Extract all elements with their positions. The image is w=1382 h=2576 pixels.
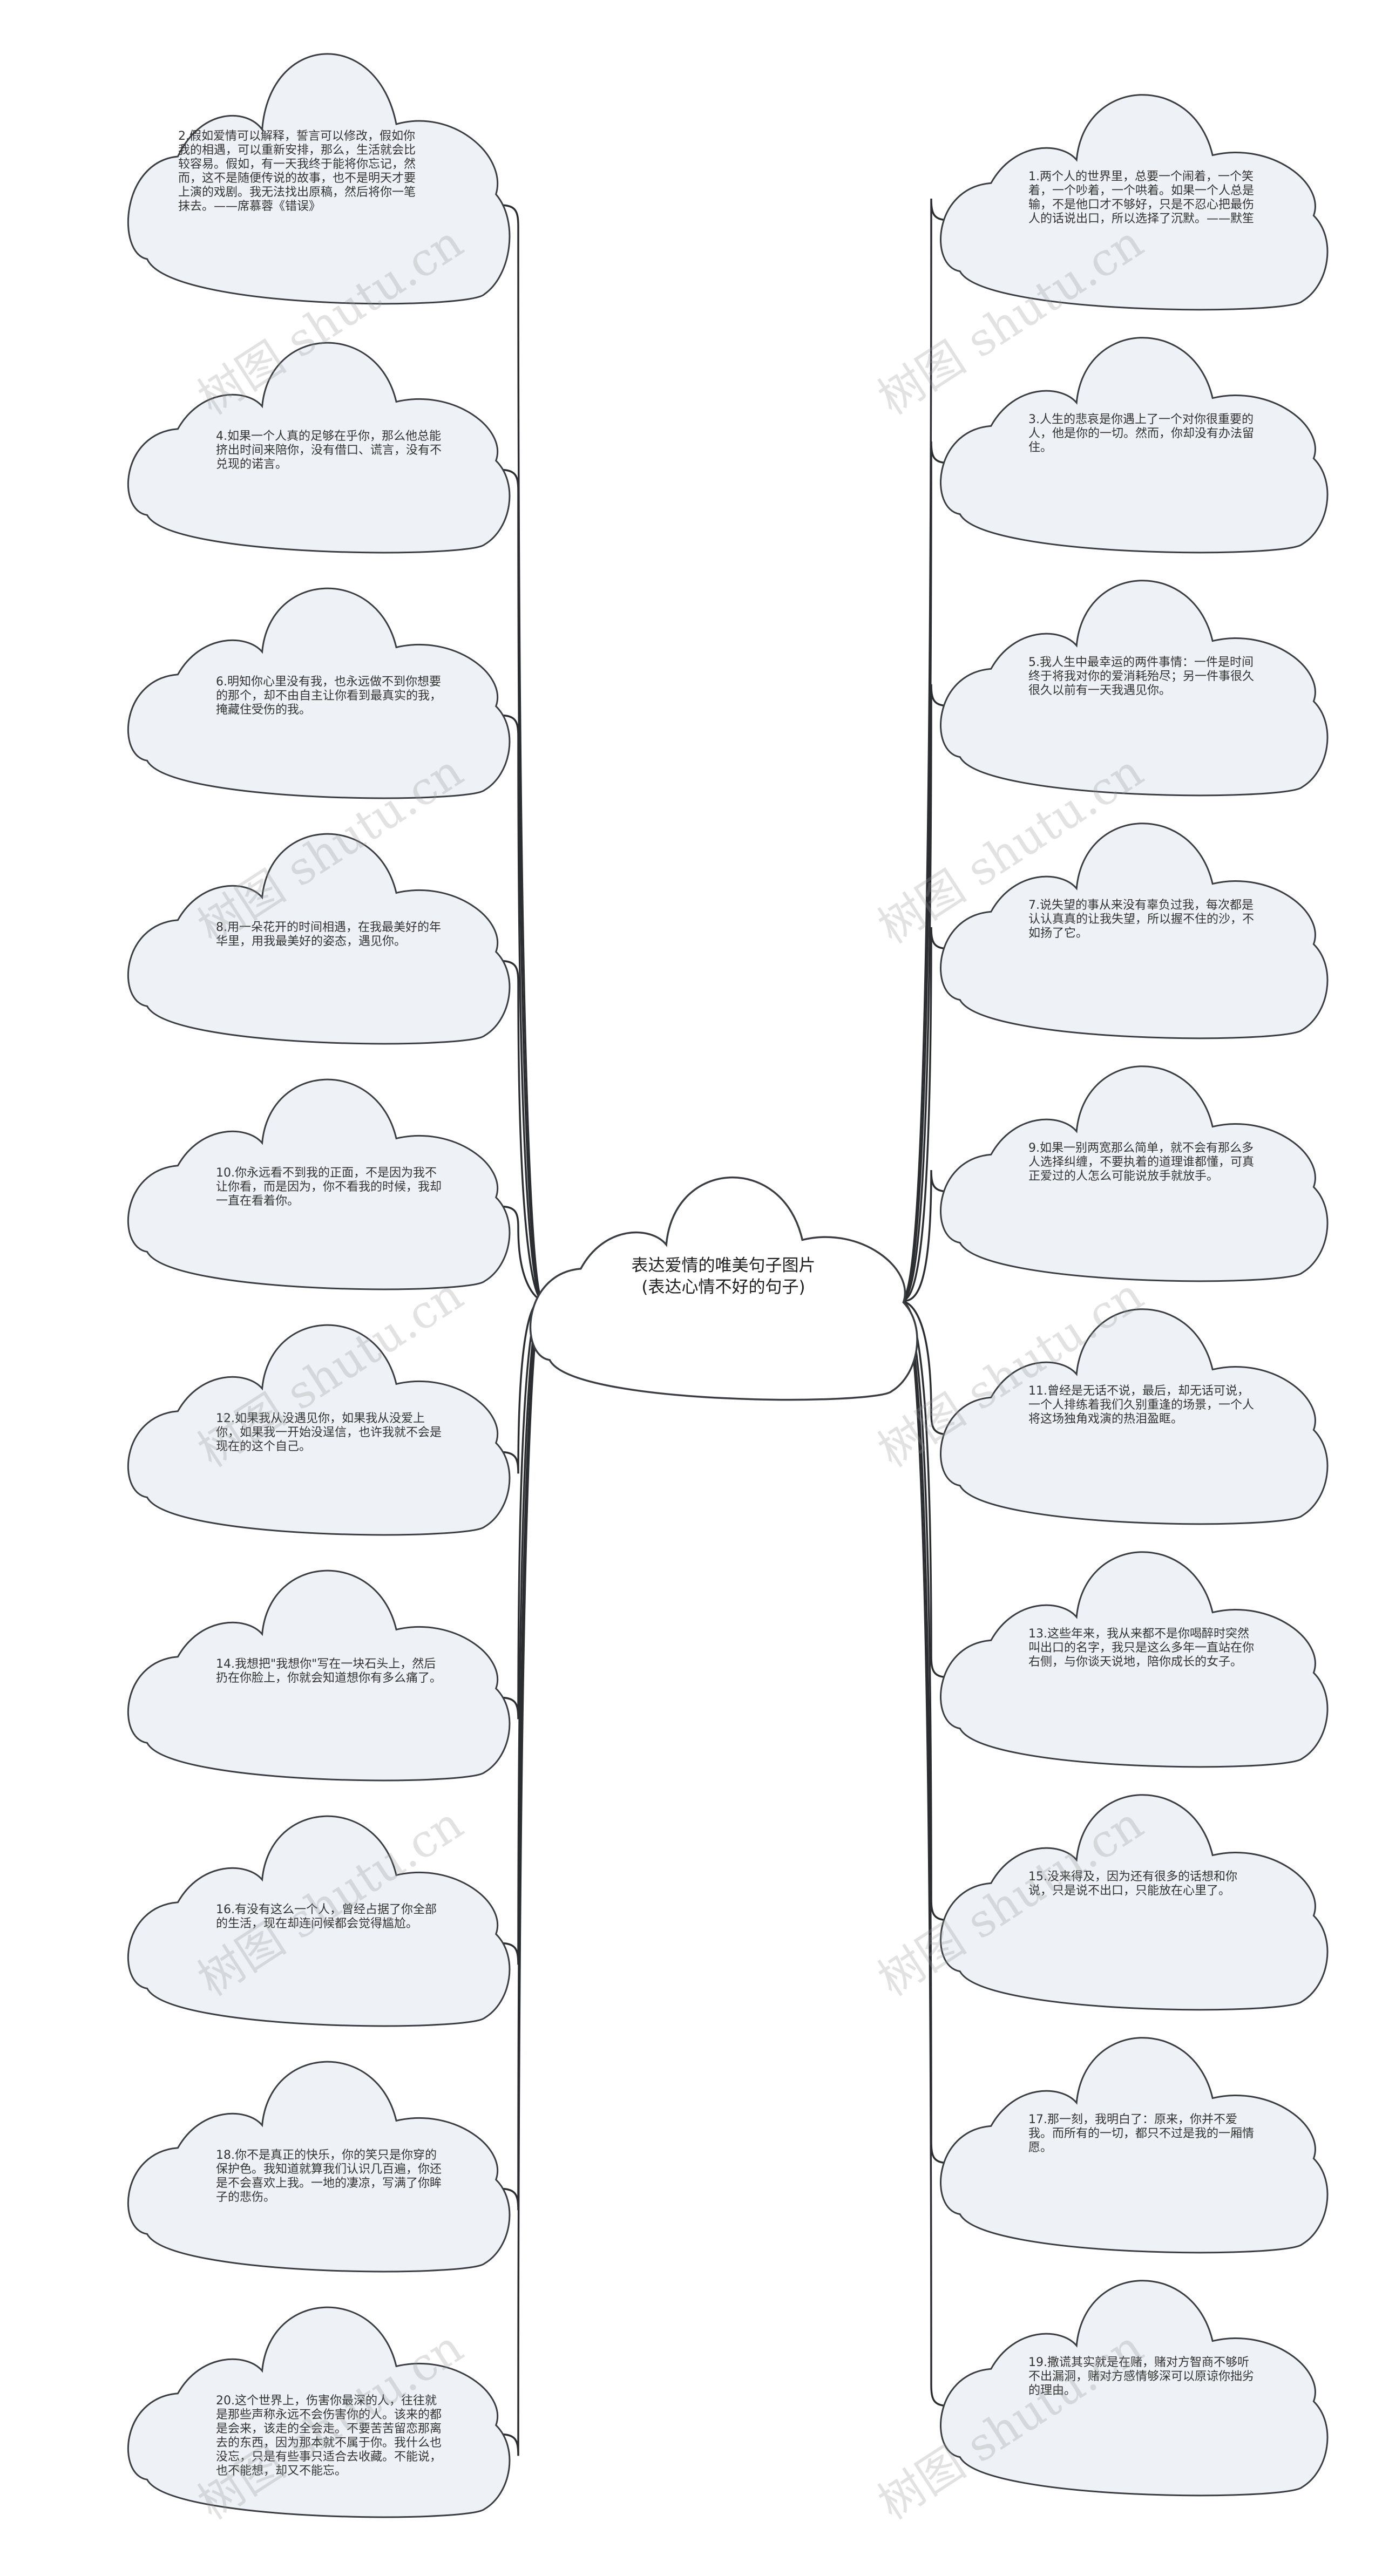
- right-node-cloud-15: [940, 1794, 1329, 2011]
- left-node-cloud-12: [127, 1324, 511, 1536]
- left-topic-text: 14.我想把"我想你"写在一块石头上，然后扔在你脸上，你就会知道想你有多么痛了。: [216, 1657, 442, 1685]
- left-topic-text: 2.假如爱情可以解释，誓言可以修改，假如你我的相遇，可以重新安排，那么，生活就会…: [178, 130, 416, 213]
- right-topic-text: 9.如果一别两宽那么简单，就不会有那么多人选择纠缠，不要执着的道理谁都懂，可真正…: [1028, 1141, 1255, 1183]
- right-node-cloud-13: [940, 1551, 1329, 1768]
- right-topic-text: 19.撒谎其实就是在赌，赌对方智商不够听不出漏洞，赌对方感情够深可以原谅你拙劣的…: [1028, 2355, 1255, 2397]
- right-node-cloud-1: [940, 94, 1329, 311]
- right-node-cloud-9: [940, 1065, 1329, 1282]
- right-node-cloud-17: [940, 2037, 1329, 2254]
- left-node-cloud-2: [127, 53, 511, 305]
- connector-right-9: [898, 1170, 951, 1302]
- connector-left-4: [499, 468, 543, 1302]
- left-topic-text: 12.如果我从没遇见你，如果我从没爱上你，如果我一开始没逞信，也许我就不会是现在…: [216, 1412, 442, 1454]
- right-node-cloud-3: [940, 337, 1329, 554]
- right-topic-text: 11.曾经是无话不说，最后，却无话可说，一个人排练着我们久别重逢的场景，一个人将…: [1028, 1384, 1255, 1426]
- connector-right-7: [898, 927, 951, 1302]
- right-topic-text: 3.人生的悲哀是你遇上了一个对你很重要的人，他是你的一切。然而，你却没有办法留住…: [1028, 412, 1255, 454]
- right-node-cloud-19: [940, 2280, 1329, 2497]
- right-topic-text: 1.两个人的世界里，总要一个闹着，一个笑着，一个吵着，一个哄着。如果一个人总是输…: [1028, 169, 1255, 226]
- left-node-cloud-14: [127, 1569, 511, 1782]
- left-topic-text: 8.用一朵花开的时间相遇，在我最美好的年华里，用我最美好的姿态，遇见你。: [216, 921, 441, 949]
- right-topic-text: 7.说失望的事从来没有辜负过我，每次都是认认真真的让我失望，所以握不住的沙，不如…: [1028, 898, 1255, 940]
- right-topic-text: 15.没来得及，因为还有很多的话想和你说，只是说不出口，只能放在心里了。: [1028, 1870, 1237, 1898]
- connector-right-11: [898, 1300, 951, 1436]
- right-topic-text: 5.我人生中最幸运的两件事情：一件是时间终于将我对你的爱消耗殆尽；另一件事很久很…: [1028, 655, 1255, 697]
- left-topic-text: 10.你永远看不到我的正面，不是因为我不让你看，而是因为，你不看我的时候，我却一…: [216, 1166, 442, 1208]
- left-node-cloud-20: [127, 2306, 511, 2518]
- right-node-cloud-5: [940, 580, 1329, 797]
- connector-right-3: [898, 441, 951, 1302]
- right-node-cloud-7: [940, 823, 1329, 1039]
- left-topic-text: 4.如果一个人真的足够在乎你，那么他总能挤出时间来陪你，没有借口、谎言，没有不兑…: [216, 430, 442, 472]
- left-topic-text: 16.有没有这么一个人，曾经占据了你全部的生活，现在却连问候都会觉得尴尬。: [216, 1903, 437, 1931]
- left-node-cloud-10: [127, 1078, 511, 1290]
- cloud-shapes: [127, 53, 1329, 2518]
- left-node-cloud-6: [127, 587, 511, 799]
- left-topic-text: 6.明知你心里没有我，也永远做不到你想要的那个，却不由自主让你看到最真实的我，掩…: [216, 675, 442, 717]
- connector-left-18: [499, 1300, 543, 2211]
- left-node-cloud-16: [127, 1815, 511, 2027]
- left-topic-text: 20.这个世界上，伤害你最深的人，往往就是那些声称永远不会伤害你的人。该来的都是…: [216, 2394, 442, 2478]
- right-topic-text: 13.这些年来，我从来都不是你喝醉时突然叫出口的名字，我只是这么多年一直站在你右…: [1028, 1627, 1255, 1669]
- connector-right-5: [898, 684, 951, 1302]
- right-node-cloud-11: [940, 1308, 1329, 1525]
- right-topic-text: 17.那一刻，我明白了：原来，你并不爱我。而所有的一切，都只不过是我的一厢情愿。: [1028, 2112, 1255, 2154]
- left-node-cloud-8: [127, 833, 511, 1045]
- left-node-cloud-4: [127, 342, 511, 554]
- connector-right-17: [898, 1300, 951, 2164]
- left-topic-text: 18.你不是真正的快乐，你的笑只是你穿的保护色。我知道就算我们认识几百遍，你还是…: [216, 2149, 442, 2205]
- center-topic-label: 表达爱情的唯美句子图片(表达心情不好的句子): [631, 1256, 816, 1297]
- center-cloud-shape: [529, 1176, 918, 1401]
- left-node-cloud-18: [127, 2061, 511, 2273]
